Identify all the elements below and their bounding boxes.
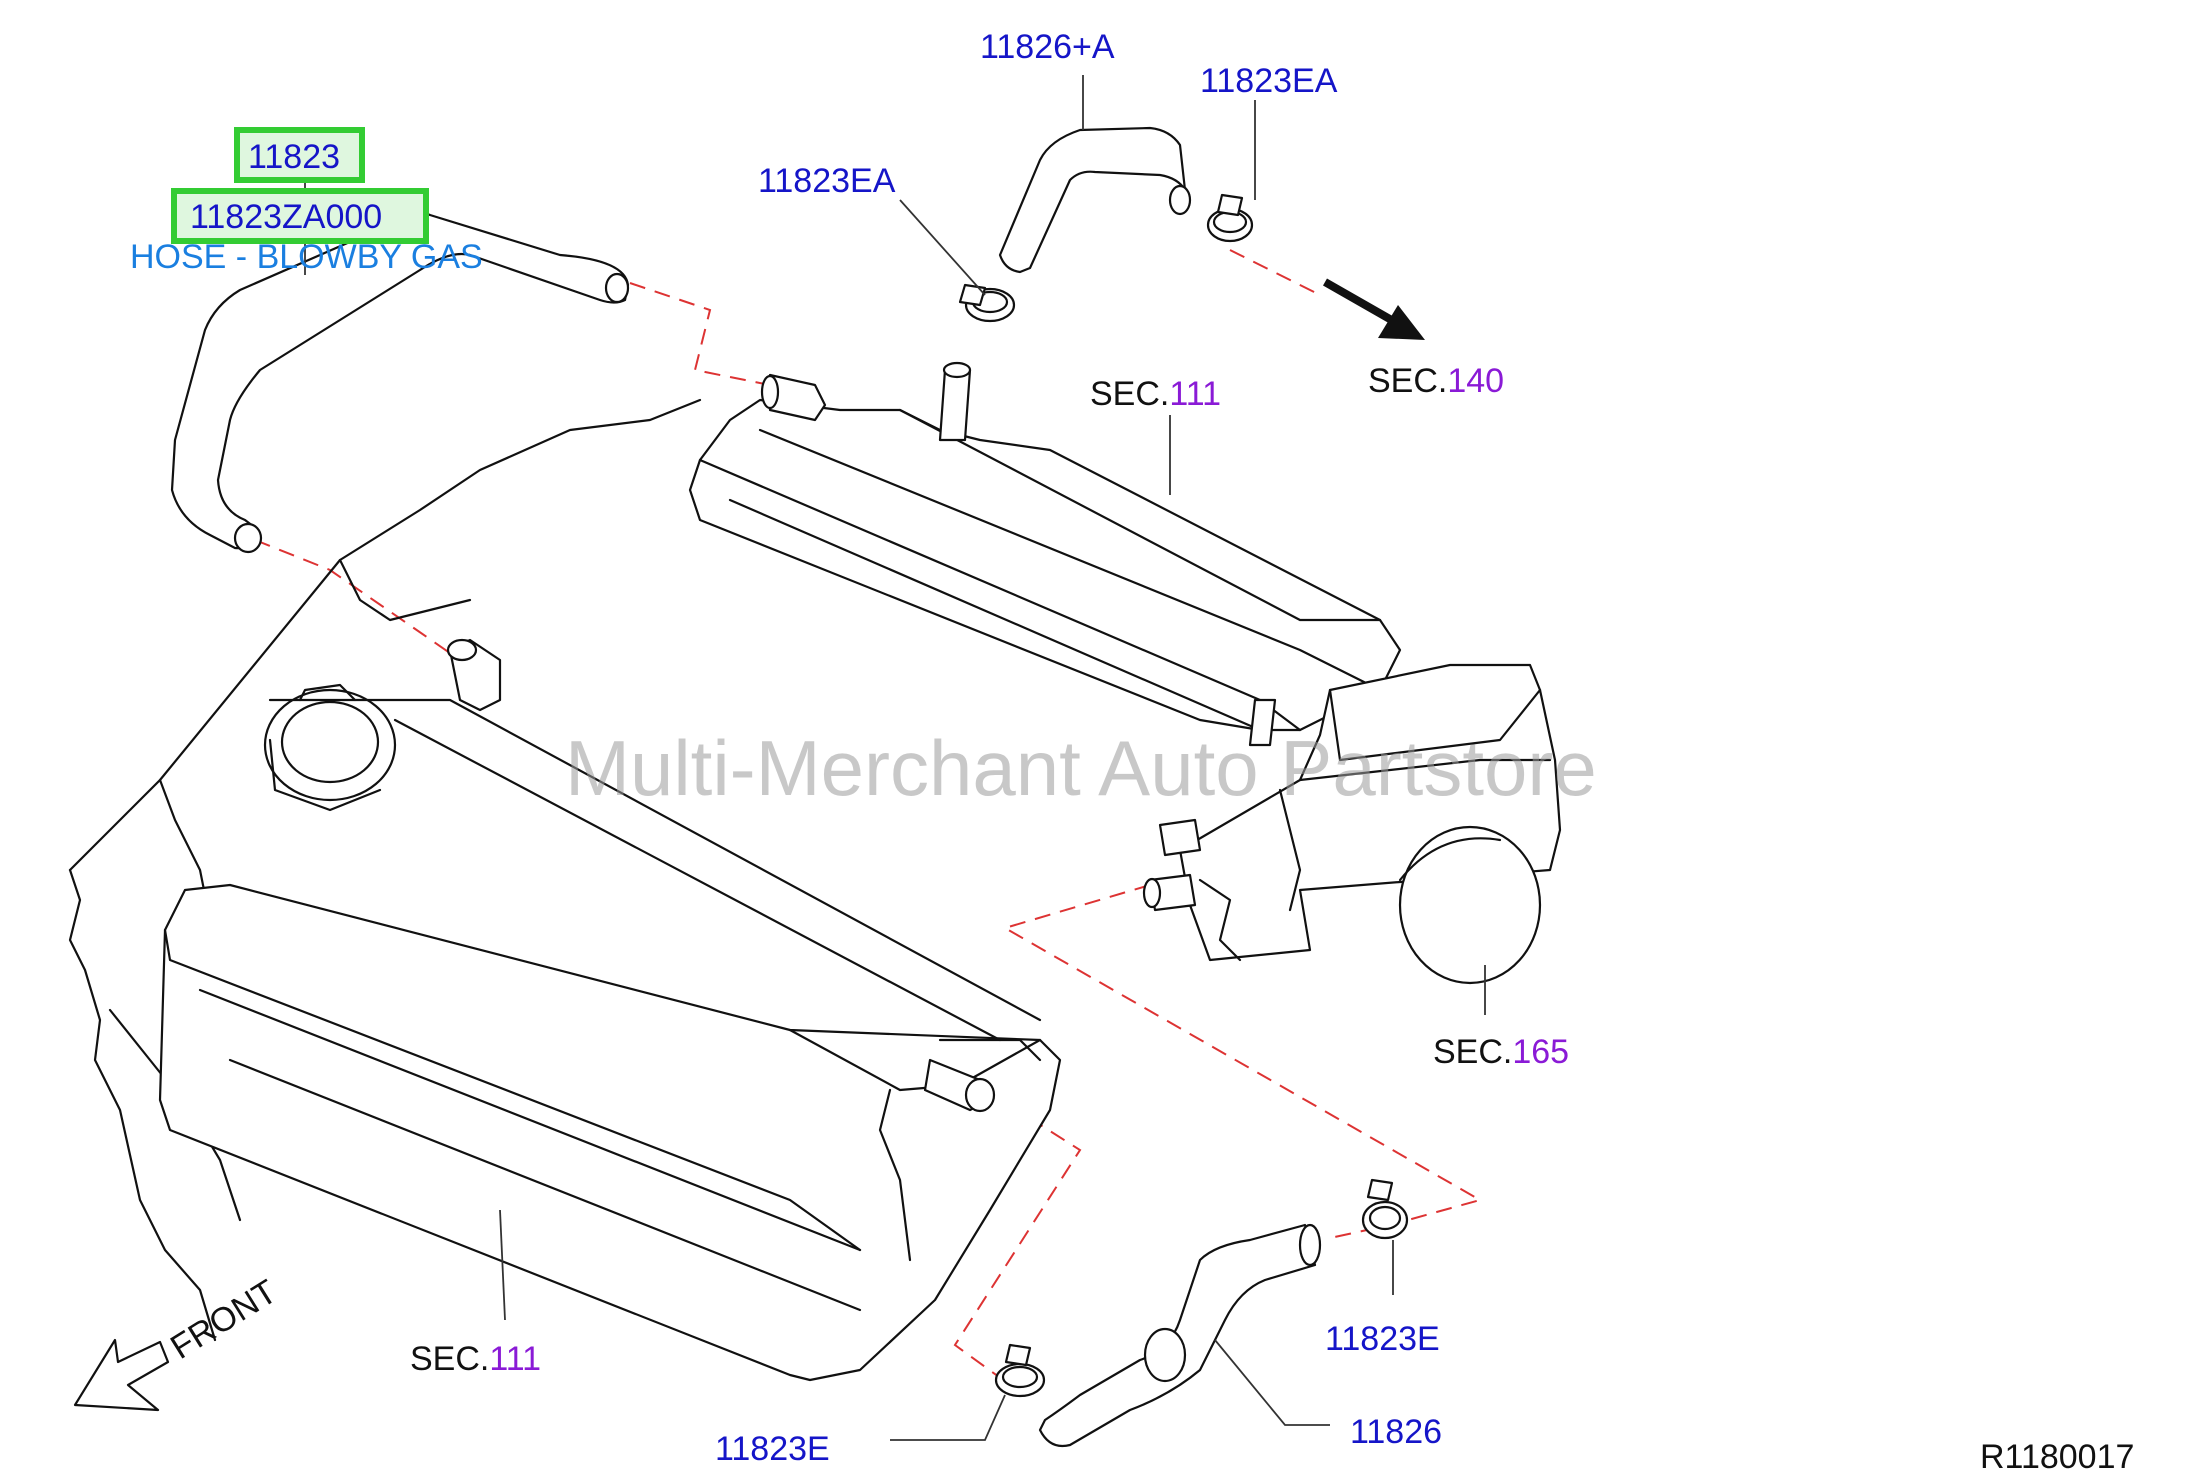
clamp-11823e-right [1361, 1178, 1409, 1240]
sec-prefix: SEC. [1433, 1033, 1512, 1071]
clamp-11823e-bottom [994, 1343, 1046, 1398]
valve-cover-upper [688, 361, 1402, 747]
section-ref-165[interactable]: SEC.165 [1433, 1033, 1569, 1071]
throttle-body [1142, 663, 1562, 985]
hose-11826 [1038, 1223, 1322, 1448]
section-ref-111-top[interactable]: SEC.111 [1090, 375, 1221, 413]
sec-number: 165 [1512, 1033, 1569, 1071]
part-label-11823e-bottom[interactable]: 11823E [715, 1430, 830, 1468]
part-label-11823[interactable]: 11823 [248, 138, 340, 176]
sec-prefix: SEC. [410, 1340, 489, 1378]
blowby-hose-11823 [170, 212, 630, 554]
part-label-11826a[interactable]: 11826+A [980, 28, 1115, 66]
hose-description: HOSE - BLOWBY GAS [130, 238, 483, 276]
section-ref-140[interactable]: SEC.140 [1368, 362, 1504, 400]
part-label-11823za000[interactable]: 11823ZA000 [190, 198, 382, 236]
valve-cover-lower [158, 638, 1062, 1382]
part-label-11823ea-top[interactable]: 11823EA [1200, 62, 1338, 100]
watermark: Multi-Merchant Auto Partstore [565, 724, 1597, 812]
arrow-to-sec140 [1323, 278, 1425, 340]
sec-number: 111 [1169, 375, 1221, 413]
sec-number: 140 [1447, 362, 1504, 400]
clamp-11823ea-top [1206, 193, 1254, 243]
hose-11826a [998, 126, 1192, 274]
clamp-11823ea-left [958, 283, 1016, 323]
sec-prefix: SEC. [1090, 375, 1169, 413]
leader-lines [304, 75, 1486, 1441]
highlight-box-11823 [234, 127, 365, 183]
front-label: FRONT [164, 1273, 283, 1367]
sec-prefix: SEC. [1368, 362, 1447, 400]
reference-code: R1180017 [1980, 1438, 2134, 1476]
part-label-11823ea-left[interactable]: 11823EA [758, 162, 896, 200]
part-label-11823e-right[interactable]: 11823E [1325, 1320, 1440, 1358]
front-arrow-icon [73, 1338, 170, 1412]
sec-number: 111 [489, 1340, 541, 1378]
section-ref-111-bottom[interactable]: SEC.111 [410, 1340, 541, 1378]
highlight-box-11823za000 [171, 188, 429, 244]
part-label-11826[interactable]: 11826 [1350, 1413, 1442, 1451]
